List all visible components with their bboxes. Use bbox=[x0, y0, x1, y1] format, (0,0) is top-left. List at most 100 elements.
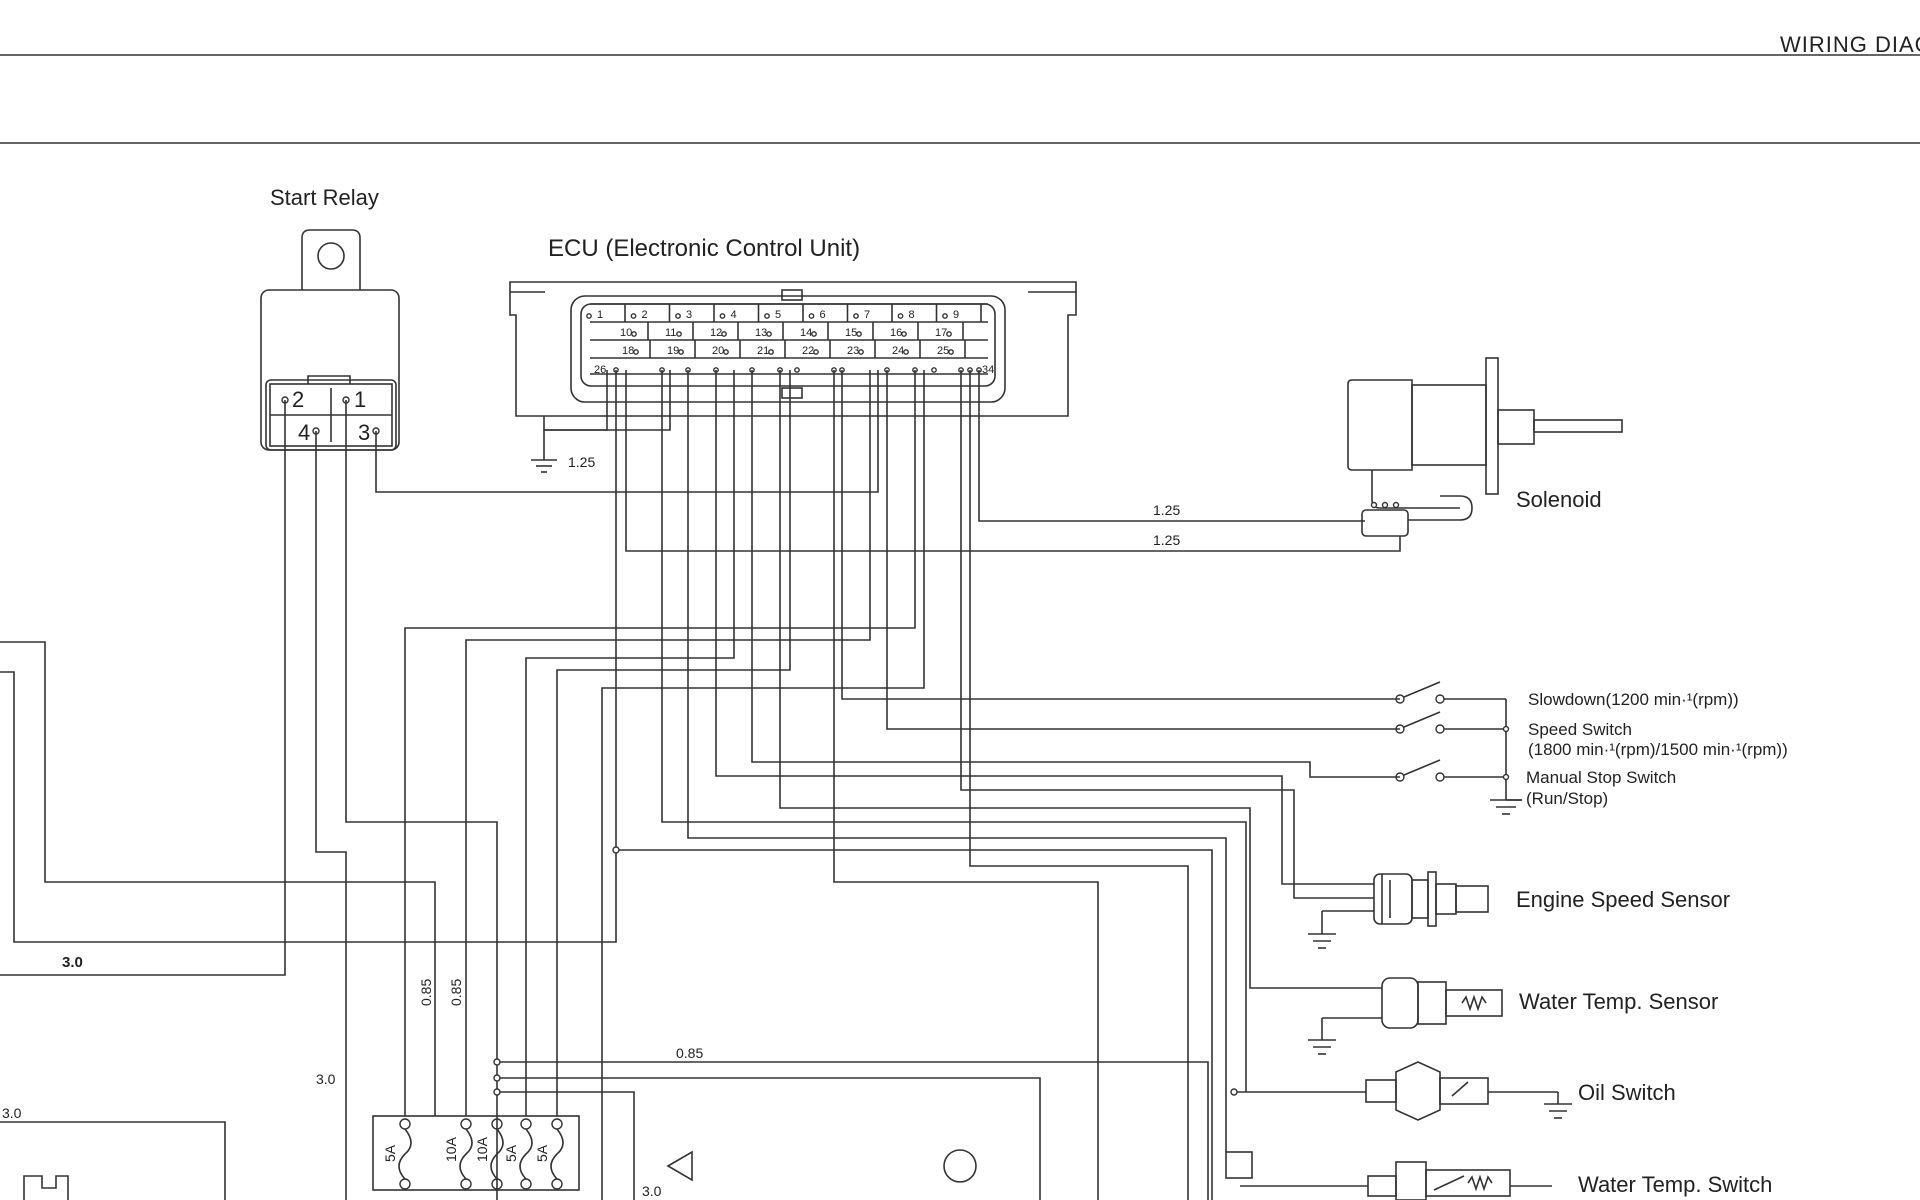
fuse-terminal bbox=[551, 1118, 563, 1130]
fuse-rating: 10A bbox=[443, 1136, 459, 1162]
ecu-pin-label: 21 bbox=[757, 345, 769, 357]
ecu-pin-label: 5 bbox=[775, 309, 781, 321]
start-relay: Start Relay 2 1 4 3 bbox=[260, 185, 400, 451]
fuse-terminal bbox=[551, 1178, 563, 1190]
water-temp-switch-label: Water Temp. Switch bbox=[1578, 1172, 1772, 1197]
ecu-pin bbox=[678, 349, 684, 355]
ecu-pin-label: 23 bbox=[847, 345, 859, 357]
manual-stop-switch-sub: (Run/Stop) bbox=[1526, 789, 1608, 808]
gauge-left-feed: 3.0 bbox=[316, 1071, 336, 1087]
ecu-pin bbox=[630, 313, 637, 319]
ecu-pin bbox=[808, 313, 815, 319]
relay-key bbox=[307, 375, 351, 384]
relay-terminal-4: 4 bbox=[298, 420, 310, 445]
fuse-element bbox=[519, 1128, 533, 1180]
ecu-pin-label: 7 bbox=[864, 309, 870, 321]
fuse-rating: 5A bbox=[382, 1144, 398, 1162]
ecu-pin bbox=[903, 349, 909, 355]
ecu-pin bbox=[676, 331, 682, 337]
start-relay-label: Start Relay bbox=[270, 185, 379, 210]
relay-mount-hole bbox=[317, 242, 345, 270]
fuse-rating: 5A bbox=[534, 1144, 550, 1162]
manual-stop-switch: Manual Stop Switch (Run/Stop) bbox=[1395, 759, 1676, 808]
fuse-element bbox=[398, 1128, 412, 1180]
ecu-pin bbox=[719, 313, 726, 319]
fuse-rating: 10A bbox=[474, 1136, 490, 1162]
ecu-connector-outer bbox=[570, 295, 1006, 403]
ecu-pin bbox=[723, 349, 729, 355]
gauge-solenoid-a: 1.25 bbox=[1153, 502, 1180, 518]
fuse-terminal bbox=[460, 1178, 472, 1190]
ecu-pin bbox=[766, 331, 772, 337]
gauge-bottom: 3.0 bbox=[642, 1183, 662, 1199]
engine-speed-sensor-label: Engine Speed Sensor bbox=[1516, 887, 1730, 912]
fuse-element bbox=[459, 1128, 473, 1180]
ecu-pin bbox=[631, 331, 637, 337]
solenoid: Solenoid bbox=[1347, 357, 1623, 537]
ecu-pin bbox=[813, 349, 819, 355]
warning-triangle bbox=[666, 1150, 693, 1182]
ecu-pin-label: 1 bbox=[597, 309, 603, 321]
ecu-pin bbox=[931, 367, 937, 373]
fuse-terminal bbox=[460, 1118, 472, 1130]
water-temp-sensor: Water Temp. Sensor bbox=[1308, 977, 1718, 1055]
gauge-fuse-feed-b: 0.85 bbox=[448, 979, 464, 1006]
ecu-pin-label: 18 bbox=[622, 345, 634, 357]
speed-switch: Speed Switch (1800 min·¹(rpm)/1500 min·¹… bbox=[1395, 711, 1788, 759]
slowdown-switch: Slowdown(1200 min·¹(rpm)) bbox=[1395, 681, 1739, 709]
ecu-pin-label: 26 bbox=[594, 364, 606, 376]
gauge-fuse-out: 0.85 bbox=[676, 1045, 703, 1061]
gauge-ecu-ground: 1.25 bbox=[568, 454, 595, 470]
ecu-pin-label: 17 bbox=[935, 327, 947, 339]
ecu-pin bbox=[853, 313, 859, 319]
ecu-pin bbox=[675, 313, 681, 319]
ecu-pin-label: 3 bbox=[686, 309, 692, 321]
relay-tab bbox=[301, 229, 361, 290]
ecu-pin bbox=[633, 349, 639, 355]
left-component bbox=[23, 1175, 69, 1200]
ecu-pin-label: 4 bbox=[731, 309, 737, 321]
ecu-top-key bbox=[781, 289, 803, 301]
relay-body bbox=[260, 289, 400, 451]
relay-terminal-3: 3 bbox=[358, 420, 370, 445]
fuse-terminal bbox=[399, 1118, 411, 1130]
ecu-pin bbox=[901, 331, 907, 337]
solenoid-connector bbox=[1361, 509, 1409, 537]
speed-switch-sub: (1800 min·¹(rpm)/1500 min·¹(rpm)) bbox=[1528, 740, 1788, 759]
header-title: WIRING DIAG bbox=[1780, 32, 1920, 57]
ecu-pin-label: 25 bbox=[937, 345, 949, 357]
solenoid-label: Solenoid bbox=[1516, 487, 1602, 512]
ecu-pin-label: 20 bbox=[712, 345, 724, 357]
ecu-pin bbox=[948, 349, 954, 355]
fuse-terminal bbox=[520, 1178, 532, 1190]
fuse-terminal bbox=[399, 1178, 411, 1190]
ecu-pin bbox=[794, 367, 800, 373]
ecu-pin-label: 13 bbox=[755, 327, 767, 339]
relay-terminal-2: 2 bbox=[292, 387, 304, 412]
ecu-pin-label: 10 bbox=[620, 327, 632, 339]
ecu-pin bbox=[586, 313, 592, 319]
ecu-pin-label: 14 bbox=[800, 327, 812, 339]
fuse-element bbox=[550, 1128, 564, 1180]
ecu-pin-label: 11 bbox=[665, 327, 676, 339]
engine-speed-sensor: Engine Speed Sensor bbox=[1308, 871, 1730, 949]
slowdown-switch-label: Slowdown(1200 min·¹(rpm)) bbox=[1528, 690, 1739, 709]
water-temp-sensor-label: Water Temp. Sensor bbox=[1519, 989, 1718, 1014]
ecu-pin bbox=[858, 349, 864, 355]
ecu-ground: 1.25 bbox=[531, 430, 595, 473]
relay-socket bbox=[265, 379, 397, 451]
ecu-pin bbox=[811, 331, 817, 337]
connector-box bbox=[1225, 1151, 1253, 1179]
ecu-pin-label: 16 bbox=[890, 327, 902, 339]
ecu-bottom-key bbox=[781, 387, 803, 399]
ecu-pin-label: 8 bbox=[909, 309, 915, 321]
gauge-fuse-feed-a: 0.85 bbox=[418, 979, 434, 1006]
ecu-pin-label: 12 bbox=[710, 327, 722, 339]
fuse-terminal bbox=[520, 1118, 532, 1130]
ecu-pin bbox=[897, 313, 904, 319]
